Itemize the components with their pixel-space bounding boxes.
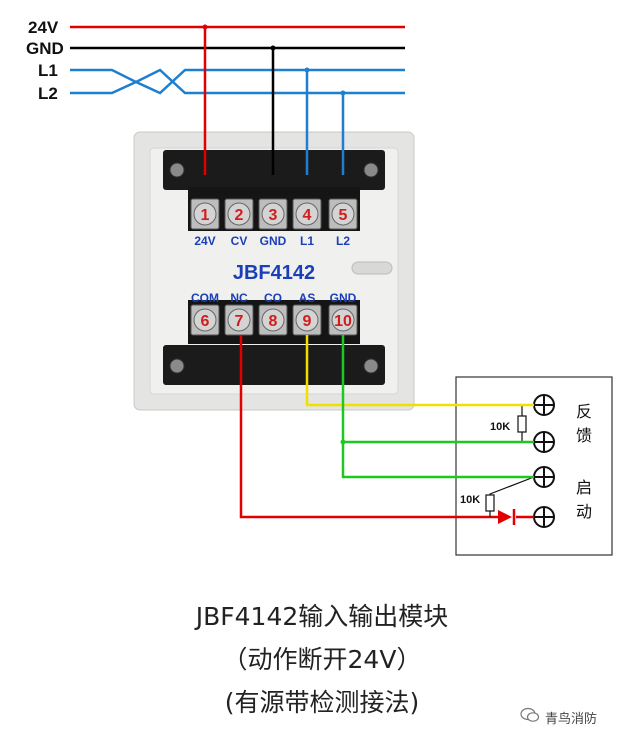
bottom-terminal-label: NC [230,291,248,305]
mount-slot [351,261,393,275]
bottom-terminal-label: CO [264,291,282,305]
bottom-terminal-9: 9 [292,304,322,336]
bottom-terminal-number: 8 [269,313,278,330]
top-terminal-number: 2 [235,207,244,224]
bus-l2-line [70,68,405,95]
resistor-1-label: 10K [490,421,510,433]
bottom-terminal-number: 6 [201,313,210,330]
bus-label-gnd: GND [26,39,64,58]
top-terminal-label: 24V [194,234,215,248]
bottom-terminal-8: 8 [258,304,288,336]
top-terminal-label: L2 [336,234,350,248]
top-terminal-number: 3 [269,207,278,224]
junction-l2 [340,90,346,96]
bottom-terminal-7: 7 [224,304,254,336]
bottom-terminal-number: 10 [334,313,352,330]
bottom-block-screw-left [169,358,185,374]
bottom-terminal-10: 10 [328,304,358,336]
bottom-terminal-6: 6 [190,304,220,336]
bottom-terminal-label: AS [299,291,316,305]
wire-red [239,335,498,519]
bus-lines [70,25,405,95]
bottom-terminal-number: 9 [303,313,312,330]
wechat-icon [520,707,540,722]
device-terminal-4 [533,506,555,528]
top-terminal-4: 4 [292,198,322,230]
bottom-terminal-label: GND [330,291,357,305]
top-block-screw-right [363,162,379,178]
bus-l1-line [70,68,405,95]
bottom-terminal-block [163,345,385,385]
junction-gnd [270,45,276,51]
top-terminal-label: GND [260,234,287,248]
top-terminal-label: CV [231,234,248,248]
module-model-label: JBF4142 [233,262,315,284]
caption-subtitle: （动作断开24V） [222,645,422,674]
top-terminal-3: 3 [258,198,288,230]
resistor-1 [517,415,527,433]
junction-green [340,439,346,445]
top-terminal-number: 5 [339,207,348,224]
top-terminal-5: 5 [328,198,358,230]
field-device-box [455,376,613,556]
bus-label-24v: 24V [28,18,59,37]
device-terminal-3 [533,466,555,488]
top-terminal-1: 1 [190,198,220,230]
caption-title: JBF4142输入输出模块 [195,602,449,631]
resistor-2 [485,494,495,512]
feedback-label-2: 馈 [576,426,592,445]
bottom-terminal-number: 7 [235,313,244,330]
wire-green-start [341,442,534,479]
start-label-1: 启 [576,478,592,497]
top-terminal-2: 2 [224,198,254,230]
bus-label-l2: L2 [38,84,58,103]
top-terminal-label: L1 [300,234,314,248]
top-terminal-number: 4 [303,207,312,224]
start-label-2: 动 [576,502,592,521]
resistor-2-label: 10K [460,494,480,506]
junction-24v [202,24,208,30]
wire-yellow [305,335,534,407]
top-block-screw-left [169,162,185,178]
diode-icon [498,509,516,525]
bus-label-l1: L1 [38,61,58,80]
bottom-block-screw-right [363,358,379,374]
watermark: 青鸟消防 [545,712,598,727]
feedback-label-1: 反 [576,402,592,421]
top-terminal-number: 1 [201,207,210,224]
junction-l1 [304,67,310,73]
device-terminal-2 [533,431,555,453]
device-terminal-1 [533,394,555,416]
caption-note: (有源带检测接法) [224,688,420,717]
bottom-terminal-label: COM [191,291,219,305]
